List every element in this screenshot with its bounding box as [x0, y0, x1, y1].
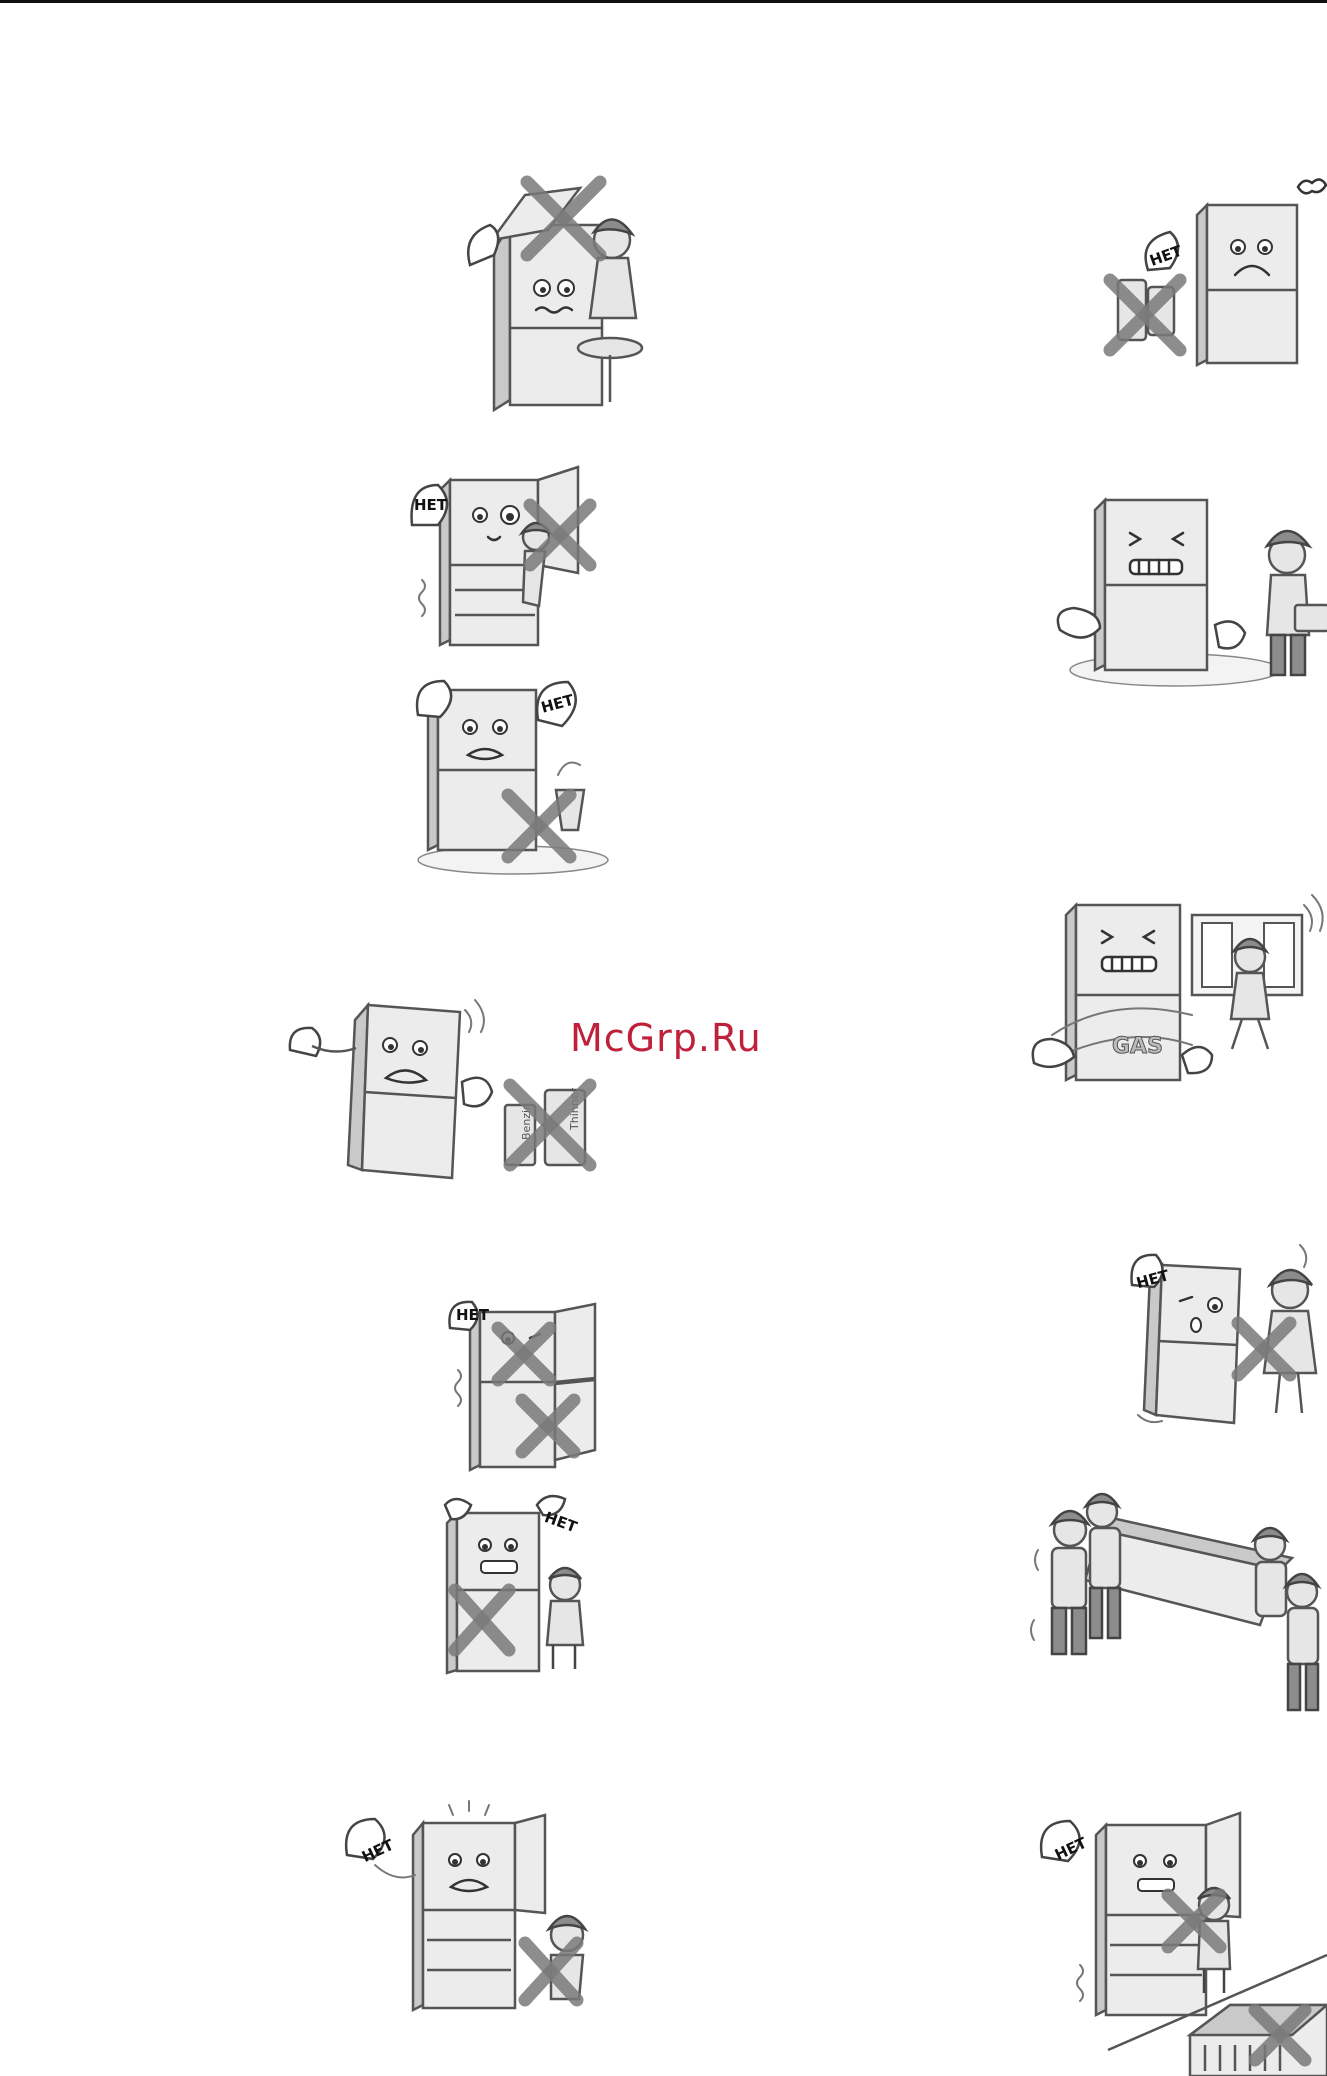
illustration-child-hanging: НЕТ	[445, 1495, 605, 1675]
illustration-fridge-leak-repair	[1055, 490, 1327, 690]
top-rule	[0, 0, 1327, 3]
illustration-water-splash: НЕТ	[408, 675, 618, 875]
no-badge-text: НЕТ	[542, 1508, 580, 1536]
illustration-gas-window: GAS	[1032, 895, 1327, 1090]
illustration-girl-open-fridge: НЕТ	[345, 1805, 595, 2020]
illustration-child-behind-fridge: НЕТ	[1040, 1805, 1327, 2076]
no-badge-text: НЕТ	[414, 496, 448, 514]
no-badge-text: НЕТ	[456, 1306, 490, 1324]
illustration-child-climbing	[470, 170, 650, 415]
gas-label-text: GAS	[1112, 1034, 1163, 1059]
illustration-workers-carrying	[1030, 1490, 1327, 1720]
illustration-child-inside-fridge: НЕТ	[410, 465, 610, 655]
illustration-girl-leaning: НЕТ	[1130, 1245, 1327, 1435]
illustration-angry-fridge-spray: НЕТ	[1100, 175, 1327, 375]
watermark-text: McGrp.Ru	[570, 1016, 762, 1060]
illustration-open-doors-items: НЕТ	[450, 1300, 605, 1480]
